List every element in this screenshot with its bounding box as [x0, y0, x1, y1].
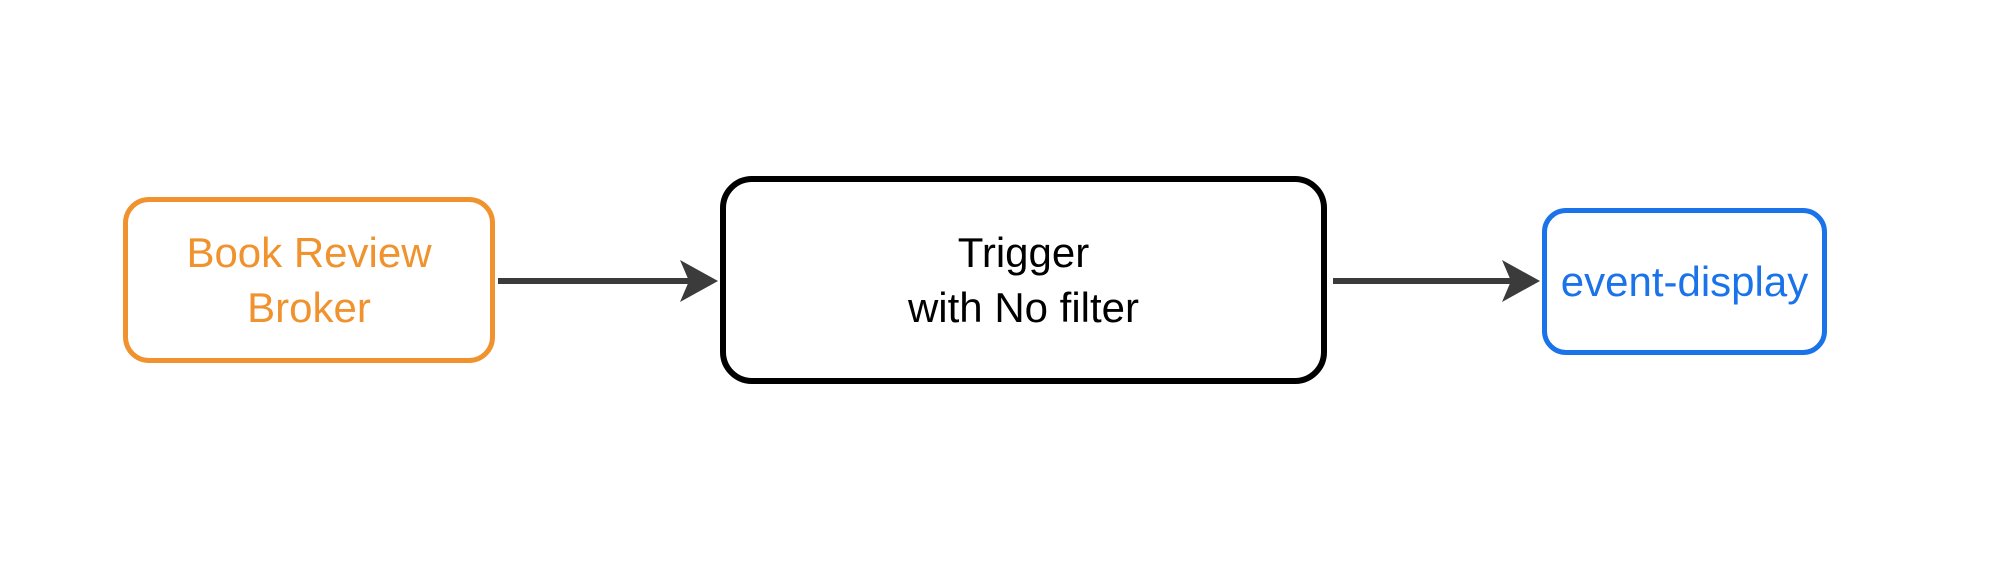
- edge-broker-to-trigger: [498, 260, 718, 302]
- arrowhead-icon: [1502, 260, 1540, 302]
- node-event-display: event-display: [1542, 208, 1827, 355]
- node-trigger-with-no-filter: Trigger with No filter: [720, 176, 1327, 384]
- node-book-review-broker: Book Review Broker: [123, 197, 495, 363]
- node-label-line: Book Review: [186, 228, 432, 276]
- node-label-line: Broker: [247, 284, 371, 331]
- node-label-line: Trigger: [957, 228, 1090, 276]
- edge-trigger-to-event-display: [1333, 260, 1540, 302]
- arrowhead-icon: [680, 260, 718, 302]
- node-label-line: with No filter: [907, 284, 1140, 331]
- node-label-line: event-display: [1560, 257, 1809, 305]
